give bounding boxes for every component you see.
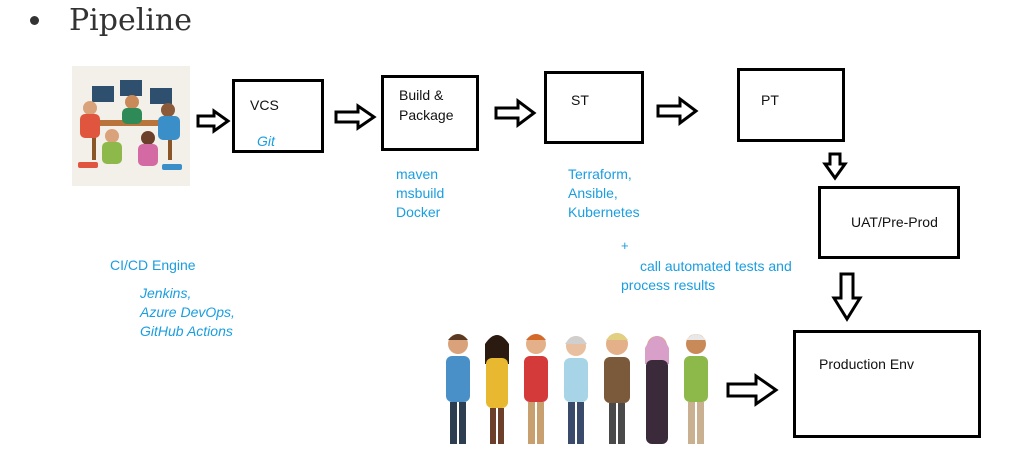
pt-label: PT — [761, 92, 779, 108]
arrow-down-icon — [831, 272, 863, 322]
heading-title: Pipeline — [69, 2, 193, 38]
build-label-line1: Build & — [399, 87, 444, 103]
st-tools-list: Terraform, Ansible, Kubernetes — [568, 165, 640, 222]
build-tool-item: maven — [396, 166, 439, 182]
arrow-right-icon — [726, 373, 779, 407]
vcs-stage-box: VCS Git — [232, 79, 324, 153]
plus-sign: + — [621, 238, 629, 253]
build-tools-list: maven msbuild Docker — [396, 165, 444, 222]
st-label: ST — [571, 92, 589, 108]
users-group-icon — [446, 333, 708, 444]
st-tool-item: Terraform, — [568, 166, 632, 182]
st-tool-item: Ansible, — [568, 185, 618, 201]
arrow-right-icon — [334, 103, 377, 131]
cicd-engines-list: Jenkins, Azure DevOps, GitHub Actions — [140, 284, 235, 341]
cicd-engine-title: CI/CD Engine — [110, 257, 196, 273]
cicd-engine-item: GitHub Actions — [140, 323, 233, 339]
developers-team-icon — [72, 66, 190, 186]
production-label: Production Env — [819, 356, 914, 372]
build-stage-box: Build & Package — [381, 75, 479, 151]
st-stage-box: ST — [544, 71, 644, 144]
arrow-down-icon — [822, 152, 848, 181]
arrow-right-icon — [494, 98, 537, 128]
bullet-icon — [30, 15, 39, 25]
arrow-right-icon — [656, 96, 699, 126]
build-tool-item: msbuild — [396, 185, 445, 201]
build-tool-item: Docker — [396, 204, 441, 220]
arrow-right-icon — [196, 108, 231, 134]
cicd-engine-item: Azure DevOps, — [140, 304, 235, 320]
pipeline-heading: Pipeline — [22, 0, 192, 40]
uat-stage-box: UAT/Pre-Prod — [818, 186, 960, 259]
vcs-tool-label: Git — [257, 133, 275, 149]
production-stage-box: Production Env — [793, 330, 981, 438]
cicd-engine-item: Jenkins, — [140, 285, 192, 301]
build-label-line2: Package — [399, 107, 454, 123]
st-tool-item: Kubernetes — [568, 204, 640, 220]
automated-tests-line1: call automated tests and — [640, 258, 792, 274]
pt-stage-box: PT — [737, 68, 845, 142]
automated-tests-line2: process results — [621, 277, 716, 293]
uat-label: UAT/Pre-Prod — [851, 214, 938, 230]
vcs-label: VCS — [250, 97, 279, 113]
